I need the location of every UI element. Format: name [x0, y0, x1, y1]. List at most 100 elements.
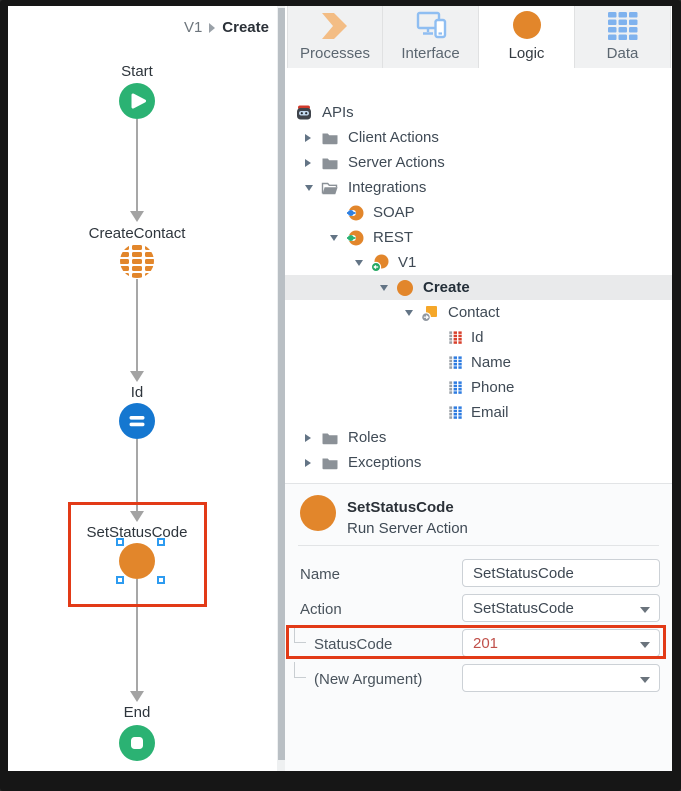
- tree-item-label: Exceptions: [348, 454, 422, 471]
- tree-item-apis[interactable]: APIs: [285, 100, 672, 125]
- tree-item-phone-attribute[interactable]: Phone: [285, 375, 672, 400]
- tree-item-label: Email: [471, 404, 509, 421]
- tree-item-email-attribute[interactable]: Email: [285, 400, 672, 425]
- flow-node-label: CreateContact: [88, 225, 186, 242]
- tree-item-v1[interactable]: V1: [285, 250, 672, 275]
- expand-open-icon[interactable]: [405, 310, 421, 316]
- set-status-code-node[interactable]: [119, 543, 155, 579]
- breadcrumb: V1 Create: [184, 19, 269, 36]
- tree-item-label: Integrations: [348, 179, 427, 196]
- rest-icon: [346, 229, 364, 247]
- processes-icon: [322, 13, 347, 39]
- tab-label: Logic: [508, 45, 545, 62]
- tab-label: Processes: [299, 45, 371, 62]
- tree-item-server-actions[interactable]: Server Actions: [285, 150, 672, 175]
- tab-processes[interactable]: Processes: [287, 6, 383, 68]
- tree-item-contact[interactable]: Contact: [285, 300, 672, 325]
- breadcrumb-parent[interactable]: V1: [183, 19, 203, 36]
- vertical-scrollbar[interactable]: [277, 6, 285, 771]
- tab-data[interactable]: Data: [575, 6, 671, 68]
- field-label-statuscode: StatusCode: [314, 636, 393, 653]
- expand-open-icon[interactable]: [355, 260, 371, 266]
- scrollbar-thumb[interactable]: [277, 8, 285, 760]
- tree-item-roles[interactable]: Roles: [285, 425, 672, 450]
- tab-logic[interactable]: Logic: [479, 6, 575, 68]
- expand-open-icon[interactable]: [330, 235, 346, 241]
- tree-item-id-attribute[interactable]: Id: [285, 325, 672, 350]
- run-server-action-icon: [300, 495, 336, 531]
- folder-icon: [321, 129, 339, 147]
- create-contact-node[interactable]: [119, 243, 155, 279]
- selection-handle[interactable]: [116, 576, 124, 584]
- panel-tabs: Processes Interface Logic: [287, 6, 671, 68]
- folder-icon: [321, 154, 339, 172]
- chevron-down-icon: [640, 607, 650, 613]
- logic-flow-canvas[interactable]: V1 Create Start CreateContact: [8, 6, 277, 771]
- flow-node-label: Start: [121, 63, 153, 80]
- end-node[interactable]: [119, 725, 155, 761]
- new-argument-select[interactable]: [462, 664, 660, 692]
- statuscode-select-value: 201: [473, 634, 499, 652]
- rest-api-version-icon: [371, 254, 389, 272]
- expand-open-icon[interactable]: [380, 285, 396, 291]
- field-label-new-argument: (New Argument): [314, 671, 423, 688]
- breadcrumb-separator-icon: [209, 22, 216, 33]
- expand-collapsed-icon[interactable]: [305, 134, 321, 142]
- argument-connector: [294, 627, 306, 643]
- tree-item-exceptions[interactable]: Exceptions: [285, 450, 672, 475]
- tree-item-label: Contact: [448, 304, 500, 321]
- assign-icon: [119, 403, 155, 439]
- breadcrumb-current[interactable]: Create: [222, 19, 269, 36]
- rest-method-icon: [396, 279, 414, 297]
- flow-arrowhead-icon: [130, 691, 144, 702]
- properties-subtitle: Run Server Action: [347, 520, 468, 537]
- end-stop-icon: [119, 725, 155, 761]
- right-panel: Processes Interface Logic: [285, 6, 672, 771]
- tree-item-integrations[interactable]: Integrations: [285, 175, 672, 200]
- tab-label: Data: [606, 45, 639, 62]
- flow-arrowhead-icon: [130, 371, 144, 382]
- start-node[interactable]: [119, 83, 155, 119]
- tree-item-label: V1: [398, 254, 417, 271]
- expand-open-icon[interactable]: [305, 185, 321, 191]
- flow-node-label: Id: [130, 384, 144, 401]
- tree-item-name-attribute[interactable]: Name: [285, 350, 672, 375]
- selection-handle[interactable]: [116, 538, 124, 546]
- entity-action-icon: [120, 245, 154, 278]
- tree-item-create[interactable]: Create: [285, 275, 672, 300]
- logic-icon: [512, 11, 541, 39]
- name-input[interactable]: [462, 559, 660, 587]
- tree-item-label: Client Actions: [348, 129, 439, 146]
- tree-item-label: Create: [423, 279, 470, 296]
- attribute-icon: [449, 356, 462, 369]
- tree-item-label: SOAP: [373, 204, 415, 221]
- tree-item-client-actions[interactable]: Client Actions: [285, 125, 672, 150]
- statuscode-select[interactable]: 201: [462, 629, 660, 657]
- selection-handle[interactable]: [157, 538, 165, 546]
- expand-collapsed-icon[interactable]: [305, 434, 321, 442]
- tree-item-soap[interactable]: SOAP: [285, 200, 672, 225]
- tree-item-label: APIs: [322, 104, 354, 121]
- selection-handle[interactable]: [157, 576, 165, 584]
- chevron-down-icon: [640, 642, 650, 648]
- tree-item-label: Server Actions: [348, 154, 445, 171]
- tab-interface[interactable]: Interface: [383, 6, 479, 68]
- attribute-icon: [449, 381, 462, 394]
- tree-item-rest[interactable]: REST: [285, 225, 672, 250]
- properties-panel: [285, 484, 672, 771]
- data-icon: [607, 12, 637, 40]
- run-server-action-icon: [119, 543, 155, 579]
- start-play-icon: [119, 83, 155, 119]
- logic-tree: APIs Client Actions Server Actions: [285, 100, 672, 475]
- expand-collapsed-icon[interactable]: [305, 159, 321, 167]
- action-select[interactable]: SetStatusCode: [462, 594, 660, 622]
- tab-label: Interface: [401, 45, 460, 62]
- tree-item-label: REST: [373, 229, 414, 246]
- chevron-down-icon: [640, 677, 650, 683]
- id-assign-node[interactable]: [119, 403, 155, 439]
- action-select-value: SetStatusCode: [473, 599, 574, 617]
- expand-collapsed-icon[interactable]: [305, 459, 321, 467]
- flow-node-label: SetStatusCode: [86, 524, 188, 541]
- tree-item-label: Phone: [471, 379, 515, 396]
